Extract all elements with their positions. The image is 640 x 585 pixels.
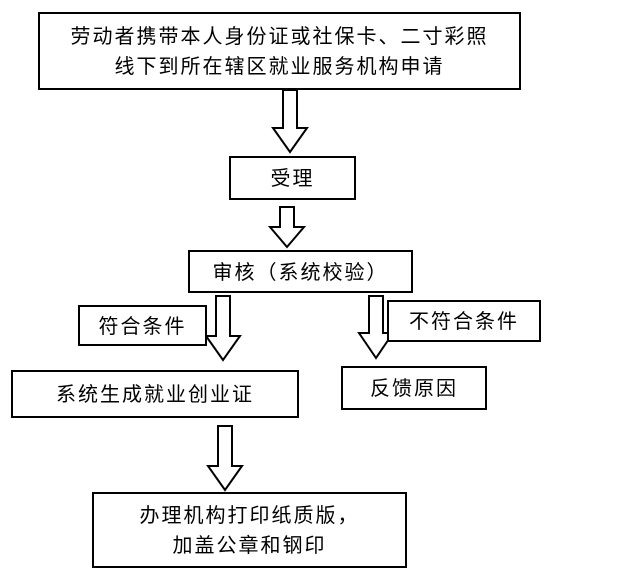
review-text: 审核（系统校验）	[212, 259, 389, 284]
generate-text: 系统生成就业创业证	[56, 382, 254, 406]
not-qualified-text: 不符合条件	[409, 309, 519, 333]
apply-text-line2: 线下到所在辖区就业服务机构申请	[114, 54, 445, 78]
qualified-text: 符合条件	[98, 313, 187, 338]
print-box: 办理机构打印纸质版， 加盖公章和钢印	[92, 492, 407, 568]
feedback-text: 反馈原因	[370, 376, 458, 400]
print-text-line2: 加盖公章和钢印	[172, 533, 327, 557]
arrow-accept-to-review	[267, 206, 307, 249]
apply-text-line1: 劳动者携带本人身份证或社保卡、二寸彩照	[70, 24, 489, 48]
generate-box: 系统生成就业创业证	[11, 370, 299, 418]
not-qualified-label-box: 不符合条件	[387, 300, 541, 342]
arrow-generate-to-print	[206, 425, 244, 492]
arrow-review-to-generate	[204, 295, 242, 362]
accept-text: 受理	[270, 166, 315, 190]
qualified-label-box: 符合条件	[78, 305, 207, 346]
accept-box: 受理	[229, 156, 356, 200]
arrow-review-to-feedback	[357, 295, 395, 360]
print-text-line1: 办理机构打印纸质版，	[139, 503, 360, 527]
arrow-apply-to-accept	[271, 89, 309, 154]
feedback-box: 反馈原因	[341, 366, 487, 410]
review-box: 审核（系统校验）	[188, 250, 413, 293]
apply-box: 劳动者携带本人身份证或社保卡、二寸彩照 线下到所在辖区就业服务机构申请	[38, 12, 521, 90]
